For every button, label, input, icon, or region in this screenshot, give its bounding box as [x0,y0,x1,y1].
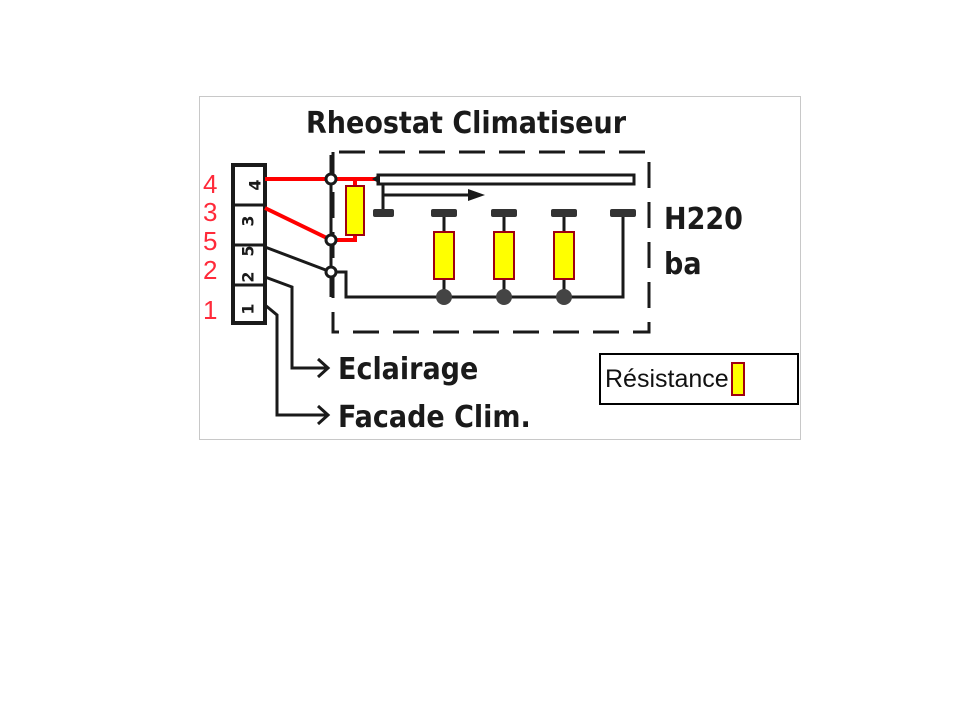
wiper-bar [376,173,636,186]
legend-label: Résistance [605,364,729,393]
resistor [433,231,455,280]
pin-labels: 4 3 5 2 1 [203,169,217,325]
wire-bottom-bus [331,215,625,299]
filled-nodes [436,289,572,305]
pin-label-2: 2 [203,255,217,285]
junction-node [324,233,338,247]
junction-node [324,172,338,186]
resistors [345,185,575,297]
connector-pin-3: 3 [239,215,258,226]
wire-eclairage [264,275,328,370]
wire-pin5 [264,245,332,274]
model-label-ba: ba [664,247,702,282]
pin-label-1: 1 [203,295,217,325]
pin-label-4: 4 [203,169,217,199]
node [436,289,452,305]
resistor [493,231,515,280]
resistor [345,185,365,236]
contact [610,209,636,217]
powered-wires [264,177,378,242]
contact [551,209,577,217]
rheostat-wiper [372,173,636,217]
resistor-swatch-icon [730,362,745,396]
wire-resistor-return [331,235,357,242]
pin-label-5: 5 [203,226,217,256]
arrow-facade [316,404,331,426]
rheostat-diagram: Rheostat Climatiseur H220 ba 4 3 5 2 1 4… [199,96,801,440]
resistor [553,231,575,280]
wire-pin3 [264,206,332,242]
contact [431,209,457,217]
output-facade-clim: Facade Clim. [338,400,531,435]
arrow-eclairage [316,357,331,379]
pin-label-3: 3 [203,197,217,227]
connector-block: 4 3 5 2 1 [231,163,267,325]
output-eclairage: Eclairage [338,352,478,387]
connector-pin-2: 2 [239,271,258,282]
contact [491,209,517,217]
connector-pin-4: 4 [246,179,265,190]
junction-node [324,265,338,279]
wire-facade [264,303,328,417]
legend: Résistance [599,353,799,405]
schematic: Rheostat Climatiseur H220 ba 4 3 5 2 1 4… [203,106,743,435]
connector-pin-1: 1 [239,303,258,314]
node [556,289,572,305]
connector-pin-5: 5 [239,245,258,256]
diagram-title: Rheostat Climatiseur [306,106,627,141]
node [496,289,512,305]
model-label-h220: H220 [664,202,743,237]
contacts [431,209,636,217]
junctions [324,172,338,279]
